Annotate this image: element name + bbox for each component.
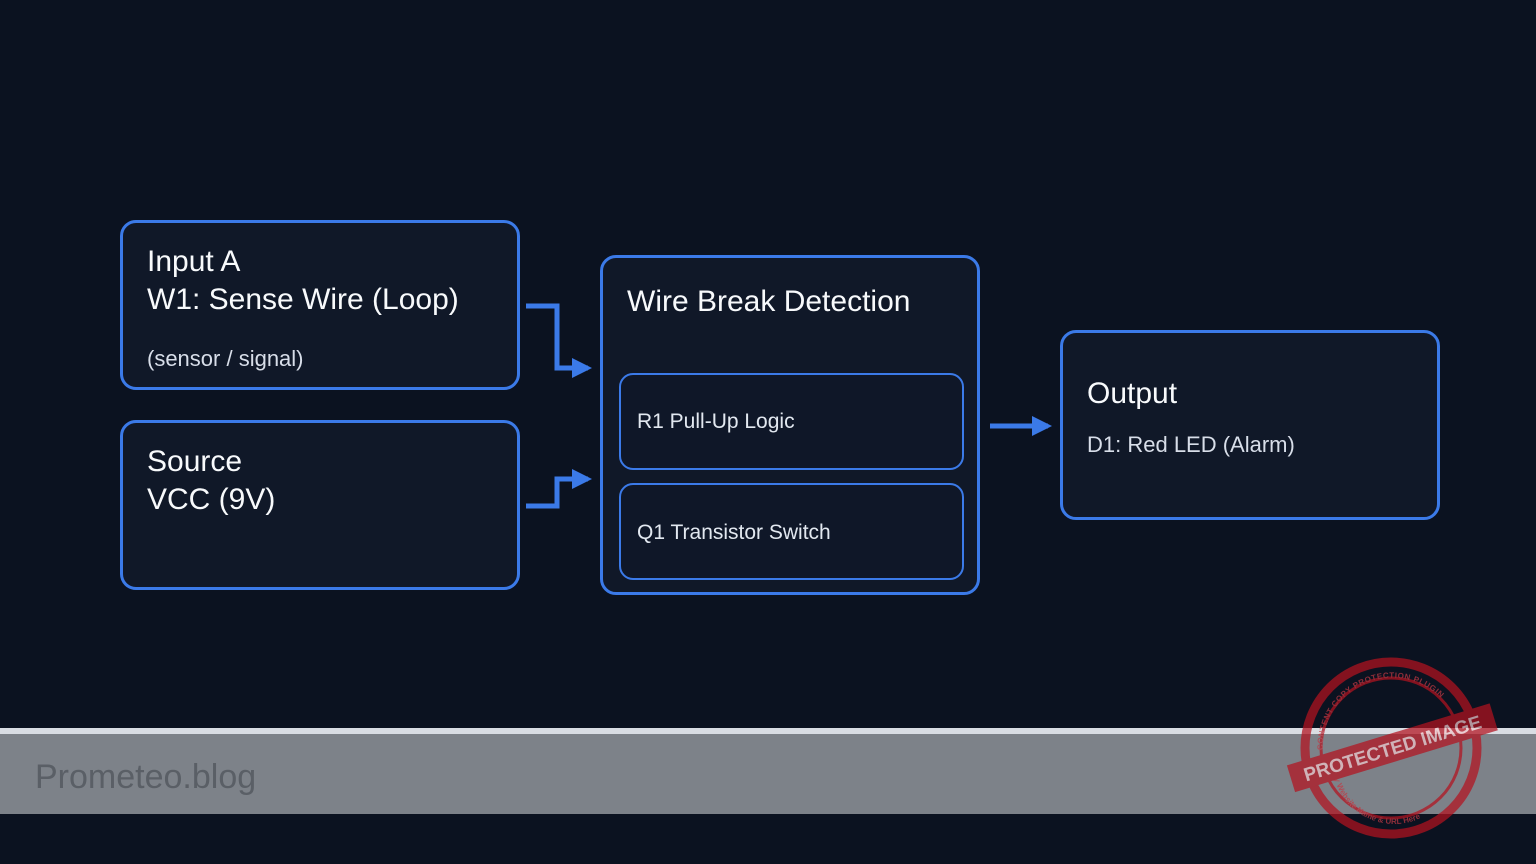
source-block-subtitle: VCC (9V)	[147, 483, 276, 516]
detection-stage-pullup: R1 Pull-Up Logic	[619, 373, 964, 470]
output-block-detail: D1: Red LED (Alarm)	[1087, 432, 1295, 457]
footer-divider	[0, 728, 1536, 734]
stamp-inner-ring	[1319, 676, 1463, 820]
source-block: Source VCC (9V)	[120, 420, 520, 590]
connector-source-to-detection	[526, 469, 592, 509]
detection-stage-transistor-label: Q1 Transistor Switch	[637, 521, 831, 544]
source-block-title: Source	[147, 445, 243, 478]
connector-input-to-detection	[526, 303, 592, 378]
protected-image-stamp: CONTENT COPY PROTECTION PLUGIN My Websit…	[1286, 657, 1498, 839]
footer-brand-link[interactable]: Prometeo.blog	[35, 758, 257, 796]
input-block-subtitle: W1: Sense Wire (Loop)	[147, 283, 459, 316]
footer-bar	[0, 734, 1536, 814]
output-block: Output D1: Red LED (Alarm)	[1060, 330, 1440, 520]
detection-stage-transistor: Q1 Transistor Switch	[619, 483, 964, 580]
input-block-note: (sensor / signal)	[147, 346, 304, 371]
input-block: Input A W1: Sense Wire (Loop) (sensor / …	[120, 220, 520, 390]
input-block-title: Input A	[147, 245, 241, 278]
detection-stage-pullup-label: R1 Pull-Up Logic	[637, 410, 795, 433]
detection-block: Wire Break Detection R1 Pull-Up Logic Q1…	[600, 255, 980, 595]
stamp-outer-ring	[1300, 657, 1482, 839]
detection-block-title: Wire Break Detection	[627, 285, 911, 318]
stamp-banner	[1286, 703, 1498, 793]
output-block-title: Output	[1087, 377, 1178, 410]
